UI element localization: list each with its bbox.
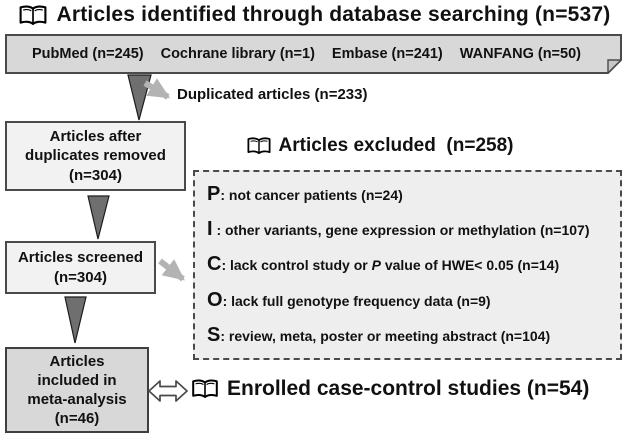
excluded-item: P: not cancer patients (n=24)	[207, 183, 608, 206]
picos-text: : not cancer patients (n=24)	[220, 187, 403, 204]
box-screened: Articles screened(n=304)	[5, 241, 156, 294]
picos-text: : other variants, gene expression or met…	[212, 222, 590, 239]
down-arrow-3	[64, 296, 87, 344]
picos-letter: C	[207, 253, 222, 276]
main-title: Articles identified through database sea…	[0, 3, 630, 27]
box-line: meta-analysis	[27, 391, 127, 408]
double-arrow	[148, 380, 188, 402]
excluded-box: P: not cancer patients (n=24) I : other v…	[193, 170, 622, 360]
database-label: PubMed (n=245)	[32, 46, 144, 62]
excluded-item: O: lack full genotype frequency data (n=…	[207, 289, 608, 312]
enrolled-title-text: Enrolled case-control studies (n=54)	[227, 377, 590, 400]
duplicated-articles-label: Duplicated articles (n=233)	[177, 86, 368, 103]
excluded-item: S: review, meta, poster or meeting abstr…	[207, 324, 608, 347]
picos-letter: S	[207, 323, 221, 346]
excluded-title-text: Articles excluded (n=258)	[278, 135, 514, 156]
box-line: (n=46)	[54, 410, 100, 428]
databases-labels: PubMed (n=245) Cochrane library (n=1) Emba…	[5, 34, 622, 74]
box-line: (n=304)	[69, 166, 122, 184]
branch-arrow-excluded	[158, 258, 185, 282]
database-label: Embase (n=241)	[331, 46, 443, 62]
box-line: Articles screened	[17, 249, 144, 267]
folded-corner	[607, 59, 622, 74]
book-icon	[19, 5, 47, 26]
excluded-title: Articles excluded (n=258)	[160, 135, 600, 157]
picos-letter: O	[207, 288, 223, 311]
main-title-text: Articles identified through database sea…	[56, 3, 611, 26]
book-icon	[247, 137, 271, 155]
box-line: (n=304)	[54, 268, 107, 286]
database-label: WANFANG (n=50)	[459, 46, 581, 62]
picos-letter: P	[207, 183, 221, 206]
picos-text: : lack control study or P value of HWE< …	[221, 257, 560, 274]
down-arrow-2	[87, 195, 110, 240]
databases-box: PubMed (n=245) Cochrane library (n=1) Emba…	[5, 34, 622, 74]
picos-text: : review, meta, poster or meeting abstra…	[220, 327, 551, 344]
excluded-item: I : other variants, gene expression or m…	[207, 218, 608, 241]
enrolled-row: Enrolled case-control studies (n=54)	[192, 377, 589, 401]
book-icon	[192, 379, 218, 399]
box-line: Articles after	[49, 128, 142, 146]
box-line: duplicates removed	[25, 147, 166, 165]
databases-box-shape	[5, 34, 622, 74]
database-label: Cochrane library (n=1)	[160, 46, 315, 62]
branch-arrow-duplicates	[143, 78, 171, 100]
down-arrow-1	[127, 74, 152, 121]
picos-letter: I	[207, 218, 213, 241]
box-line: included in	[37, 371, 117, 389]
excluded-item: C: lack control study or P value of HWE<…	[207, 253, 608, 276]
picos-text: : lack full genotype frequency data (n=9…	[222, 292, 491, 309]
box-line: Articles	[49, 352, 105, 370]
